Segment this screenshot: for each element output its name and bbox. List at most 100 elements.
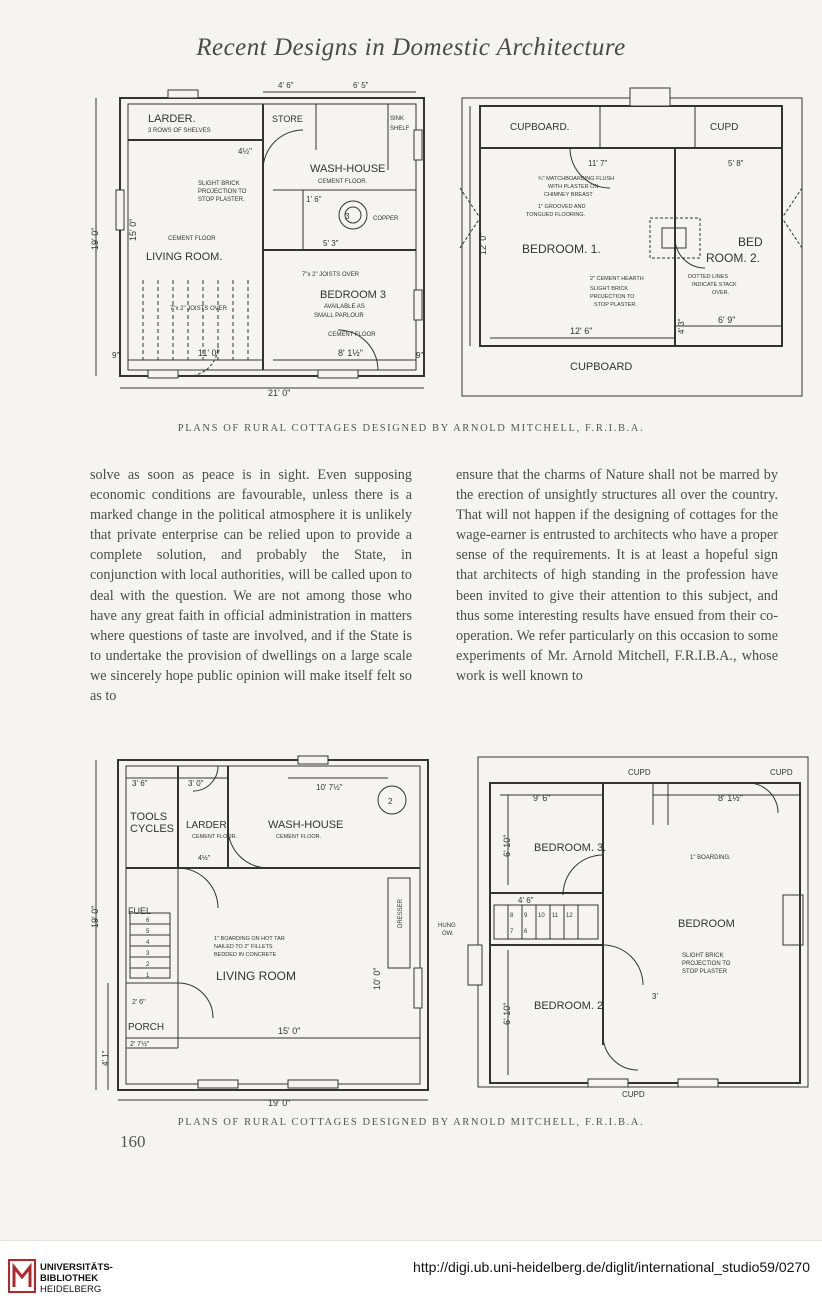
label-stop-plaster-r: STOP PLASTER. bbox=[594, 302, 637, 308]
dim-6-10-a: 6' 10" bbox=[502, 835, 512, 857]
stair-r-6: 6 bbox=[524, 929, 528, 935]
stair-r-7: 7 bbox=[510, 929, 514, 935]
label-bedroom-2-b: BEDROOM. 2 bbox=[534, 1000, 603, 1012]
dim-3: 3 bbox=[345, 212, 350, 221]
body-column-right: ensure that the charms of Nature shall n… bbox=[456, 465, 778, 686]
dim-2: 2 bbox=[388, 797, 393, 806]
label-shelf: SHELF bbox=[390, 126, 410, 132]
label-one-inch-boarding: 1" BOARDING. bbox=[690, 855, 731, 861]
label-living-room-b: LIVING ROOM bbox=[216, 969, 296, 983]
dim-21-0: 21' 0" bbox=[268, 388, 290, 398]
dim-19-0-side: 19' 0" bbox=[90, 906, 100, 928]
label-cement-floor-wash-b: CEMENT FLOOR. bbox=[276, 834, 322, 840]
dim-10-7: 10' 7½" bbox=[316, 783, 343, 792]
label-stop-plaster: STOP PLASTER. bbox=[198, 197, 245, 203]
stair-1: 1 bbox=[146, 973, 150, 979]
label-projection-to: PROJECTION TO bbox=[198, 189, 247, 195]
label-small-parlour: SMALL PARLOUR bbox=[314, 313, 364, 319]
label-bedroom-1: BEDROOM. 1. bbox=[522, 242, 601, 256]
dim-3-b: 3' bbox=[652, 992, 658, 1001]
plan-first-floor-bottom: CUPD CUPD 9' 6" 8' 1½" BEDROOM. 3. 1" BO… bbox=[438, 735, 822, 1105]
plan-first-floor-top: CUPBOARD. CUPD ¾" MATCHBOARDING FLUSH WI… bbox=[450, 78, 822, 408]
label-bedded: BEDDED IN CONCRETE bbox=[214, 952, 277, 958]
label-over: OVER. bbox=[712, 290, 730, 296]
dim-8-1: 8' 1½" bbox=[338, 348, 363, 358]
dim-4-6: 4' 6" bbox=[278, 81, 294, 90]
label-grooved: 1" GROOVED AND bbox=[538, 204, 586, 210]
label-projection-to-b: PROJECTION TO bbox=[682, 961, 731, 967]
label-cement-floor-living: CEMENT FLOOR bbox=[168, 236, 216, 242]
dim-12-0: 12' 0" bbox=[478, 233, 488, 255]
dim-3-6: 3' 6" bbox=[132, 779, 148, 788]
label-bed: BED bbox=[738, 235, 763, 249]
caption-top: PLANS OF RURAL COTTAGES DESIGNED BY ARNO… bbox=[177, 423, 645, 434]
dim-4-6-b: 4' 6" bbox=[518, 896, 534, 905]
dim-10-0: 10' 0" bbox=[372, 968, 382, 990]
label-stop-plaster-b: STOP PLASTER bbox=[682, 969, 728, 975]
label-cycles: CYCLES bbox=[130, 823, 174, 835]
dim-6-9: 6' 9" bbox=[718, 315, 735, 325]
label-fuel: FUEL bbox=[128, 906, 151, 916]
label-available-as: AVAILABLE AS bbox=[324, 304, 365, 310]
label-larder: LARDER. bbox=[148, 113, 196, 125]
label-slight-brick-b: SLIGHT BRICK bbox=[682, 953, 724, 959]
library-footer: UNIVERSITÄTS- BIBLIOTHEK HEIDELBERG http… bbox=[0, 1240, 822, 1310]
library-line-3: HEIDELBERG bbox=[40, 1284, 102, 1295]
dim-6-10-b: 6' 10" bbox=[502, 1003, 512, 1025]
dim-19-0-b: 19' 0" bbox=[268, 1098, 290, 1108]
label-dresser: DRESSER bbox=[398, 898, 404, 928]
stair-r-10: 10 bbox=[538, 913, 545, 919]
stair-5: 5 bbox=[146, 929, 150, 935]
label-projection-to-r: PROJECTION TO bbox=[590, 294, 635, 300]
dim-4-3: 4' 3" bbox=[677, 318, 686, 334]
label-tongued: TONGUED FLOORING. bbox=[526, 212, 586, 218]
body-column-left: solve as soon as peace is in sight. Even… bbox=[90, 465, 412, 706]
dim-4-half: 4½" bbox=[238, 147, 252, 156]
plan-ground-floor-bottom-drawing: 3' 6" 3' 0" 10' 7½" TOOLS CYCLES LARDER … bbox=[90, 755, 429, 1108]
dim-9-6: 9' 6" bbox=[533, 793, 550, 803]
label-slight-brick: SLIGHT BRICK bbox=[198, 181, 240, 187]
label-cupd: CUPD bbox=[710, 122, 738, 133]
label-cement-hearth: 2" CEMENT HEARTH bbox=[590, 276, 644, 282]
source-url-link[interactable]: http://digi.ub.uni-heidelberg.de/diglit/… bbox=[413, 1259, 810, 1275]
label-indicate-stack: INDICATE STACK bbox=[692, 282, 737, 288]
dim-2-6: 2' 6" bbox=[132, 999, 146, 1006]
dim-12-6: 12' 6" bbox=[570, 326, 592, 336]
dim-4-1: 4' 1" bbox=[101, 1050, 110, 1066]
stair-r-12: 12 bbox=[566, 913, 573, 919]
label-tools: TOOLS bbox=[130, 811, 167, 823]
library-line-2: BIBLIOTHEK bbox=[40, 1273, 99, 1284]
label-cupd-2: CUPD bbox=[770, 768, 793, 777]
label-room-2: ROOM. 2. bbox=[706, 251, 760, 265]
plan-first-floor-bottom-drawing: CUPD CUPD 9' 6" 8' 1½" BEDROOM. 3. 1" BO… bbox=[438, 756, 809, 1099]
stair-3: 3 bbox=[146, 951, 150, 957]
stair-r-8: 8 bbox=[510, 913, 514, 919]
label-cupd-3: CUPD bbox=[622, 1090, 645, 1099]
label-bedroom-b: BEDROOM bbox=[678, 918, 735, 930]
paragraph-left: solve as soon as peace is in sight. Even… bbox=[90, 467, 412, 705]
label-wash-house-b: WASH-HOUSE bbox=[268, 819, 343, 831]
label-slight-brick-r: SLIGHT BRICK bbox=[590, 286, 628, 292]
dim-15-0-b: 15' 0" bbox=[278, 1026, 300, 1036]
label-wash-house: WASH-HOUSE bbox=[310, 163, 385, 175]
label-cement-floor-larder: CEMENT FLOOR. bbox=[192, 834, 238, 840]
label-matchboarding: ¾" MATCHBOARDING FLUSH bbox=[538, 176, 614, 182]
stair-6: 6 bbox=[146, 918, 150, 924]
dim-9-left: 9" bbox=[112, 351, 119, 360]
label-joists-bedroom: 7"x 2" JOISTS OVER bbox=[302, 272, 360, 278]
paragraph-right: ensure that the charms of Nature shall n… bbox=[456, 467, 778, 684]
label-bedroom-3-b: BEDROOM. 3. bbox=[534, 842, 606, 854]
stair-r-11: 11 bbox=[552, 913, 559, 919]
dim-4-half-b: 4½" bbox=[198, 854, 211, 862]
running-head: Recent Designs in Domestic Architecture bbox=[196, 34, 626, 61]
label-bedroom-3: BEDROOM 3 bbox=[320, 289, 386, 301]
dim-8-1-b: 8' 1½" bbox=[718, 793, 743, 803]
stair-r-9: 9 bbox=[524, 913, 528, 919]
dim-1-6: 1' 6" bbox=[306, 195, 322, 204]
stair-2: 2 bbox=[146, 962, 150, 968]
label-shelves: 3 ROWS OF SHELVES bbox=[148, 128, 211, 134]
university-library-logo-icon bbox=[8, 1259, 36, 1298]
label-cement-floor-bedroom: CEMENT FLOOR bbox=[328, 332, 376, 338]
dim-6-5: 6' 5" bbox=[353, 81, 369, 90]
plan-ground-floor-top-drawing: LARDER. 3 ROWS OF SHELVES STORE SINK SHE… bbox=[90, 81, 425, 398]
